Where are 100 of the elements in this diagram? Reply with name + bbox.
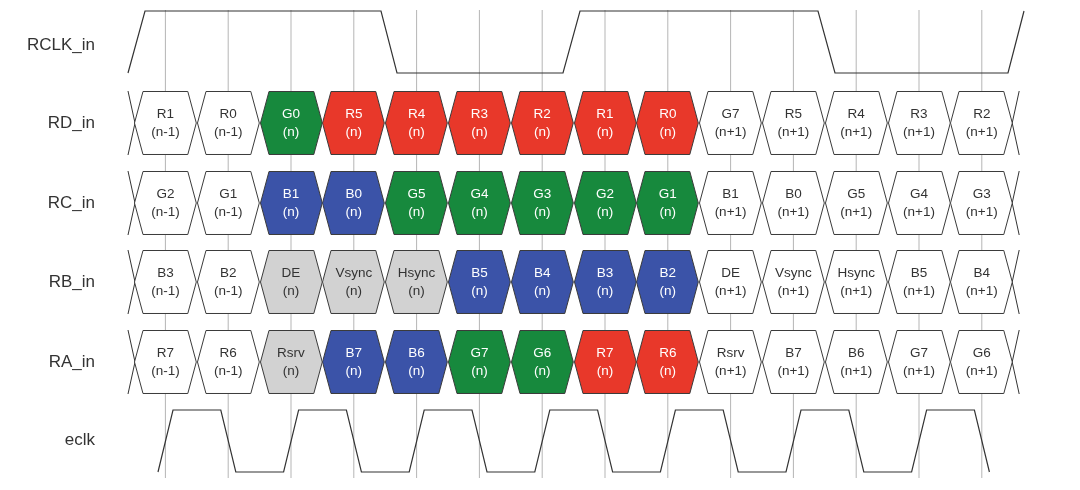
data-cell: [887, 171, 951, 235]
bit-name: B2: [219, 263, 237, 282]
data-cell: [134, 250, 197, 314]
signal-name: RCLK_in: [26, 36, 95, 53]
bit-name: DE: [721, 263, 740, 282]
bit-name: Hsync: [397, 263, 436, 282]
signal-name: RD_in: [47, 114, 95, 131]
bit-name: B1: [722, 184, 739, 203]
frame-index: (n): [659, 282, 677, 300]
data-cell: [385, 250, 448, 314]
bit-name: G5: [407, 184, 426, 203]
data-cell: [322, 171, 386, 235]
bit-name: R5: [345, 104, 363, 123]
frame-index: (n+1): [714, 282, 747, 300]
frame-index: (n-1): [151, 123, 180, 141]
data-cell: [385, 91, 448, 155]
bit-name: R7: [156, 343, 175, 362]
bit-name: R6: [659, 343, 677, 362]
frame-index: (n+1): [777, 123, 810, 141]
data-cell: [824, 91, 888, 155]
data-cell: [573, 250, 637, 314]
data-cell: [322, 91, 386, 155]
bit-name: Rsrv: [716, 343, 745, 362]
frame-index: (n): [533, 282, 551, 300]
data-cell: [887, 330, 951, 394]
frame-index: (n+1): [840, 362, 873, 380]
data-cell: [699, 250, 762, 314]
bit-name: G5: [847, 184, 866, 203]
data-cell: [699, 330, 762, 394]
frame-index: (n+1): [714, 362, 747, 380]
data-cell: [573, 91, 637, 155]
frame-index: (n-1): [151, 282, 180, 300]
frame-index: (n+1): [965, 362, 998, 380]
data-cell: [762, 171, 825, 235]
data-cell: [448, 171, 511, 235]
frame-index: (n): [345, 282, 363, 300]
frame-index: (n): [471, 362, 488, 380]
data-cell: [196, 250, 260, 314]
bit-name: B5: [910, 263, 928, 282]
data-cell: [322, 330, 386, 394]
bit-name: R6: [219, 343, 237, 362]
bit-name: R3: [470, 104, 489, 123]
data-cell: [636, 171, 700, 235]
bit-name: G7: [470, 343, 489, 362]
bit-name: G4: [910, 184, 928, 203]
data-cell: [510, 250, 574, 314]
frame-index: (n+1): [777, 282, 810, 300]
bit-name: R3: [910, 104, 928, 123]
frame-index: (n-1): [213, 123, 243, 141]
bit-name: B3: [157, 263, 174, 282]
data-cell: [259, 250, 323, 314]
data-cell: [699, 171, 762, 235]
frame-index: (n+1): [777, 203, 810, 221]
data-cell: [699, 91, 762, 155]
frame-index: (n): [471, 203, 488, 221]
data-cell: [134, 91, 197, 155]
bit-name: G7: [721, 104, 740, 123]
bit-name: B4: [533, 263, 551, 282]
bit-name: B7: [345, 343, 363, 362]
frame-index: (n-1): [151, 362, 180, 380]
data-cell: [573, 330, 637, 394]
signal-name: eclk: [64, 431, 95, 448]
frame-index: (n-1): [213, 362, 243, 380]
bit-name: G1: [658, 184, 677, 203]
bit-name: B0: [345, 184, 363, 203]
frame-index: (n+1): [714, 203, 747, 221]
data-cell: [385, 330, 448, 394]
frame-index: (n): [659, 362, 677, 380]
frame-index: (n+1): [965, 203, 998, 221]
frame-index: (n): [408, 362, 425, 380]
frame-index: (n): [659, 123, 677, 141]
frame-index: (n): [533, 362, 551, 380]
data-cell: [448, 250, 511, 314]
data-cell: [196, 330, 260, 394]
frame-index: (n+1): [777, 362, 810, 380]
bit-name: G6: [533, 343, 552, 362]
data-cell: [762, 250, 825, 314]
frame-index: (n+1): [903, 203, 935, 221]
bit-name: G2: [156, 184, 175, 203]
data-cell: [950, 250, 1014, 314]
bit-name: B6: [408, 343, 425, 362]
bit-name: G2: [596, 184, 614, 203]
frame-index: (n-1): [213, 203, 243, 221]
bit-name: B4: [973, 263, 991, 282]
bit-name: R0: [219, 104, 237, 123]
frame-index: (n): [471, 123, 488, 141]
data-cell: [762, 330, 825, 394]
frame-index: (n+1): [903, 123, 935, 141]
data-cell: [887, 91, 951, 155]
bit-name: B5: [471, 263, 488, 282]
frame-index: (n+1): [840, 282, 873, 300]
frame-index: (n): [596, 203, 614, 221]
frame-index: (n): [533, 123, 551, 141]
signal-name: RB_in: [48, 273, 95, 290]
data-cell: [259, 171, 323, 235]
bit-name: Vsync: [335, 263, 373, 282]
bit-name: DE: [281, 263, 301, 282]
data-cell: [134, 330, 197, 394]
bit-name: R0: [659, 104, 677, 123]
data-cell: [385, 171, 448, 235]
